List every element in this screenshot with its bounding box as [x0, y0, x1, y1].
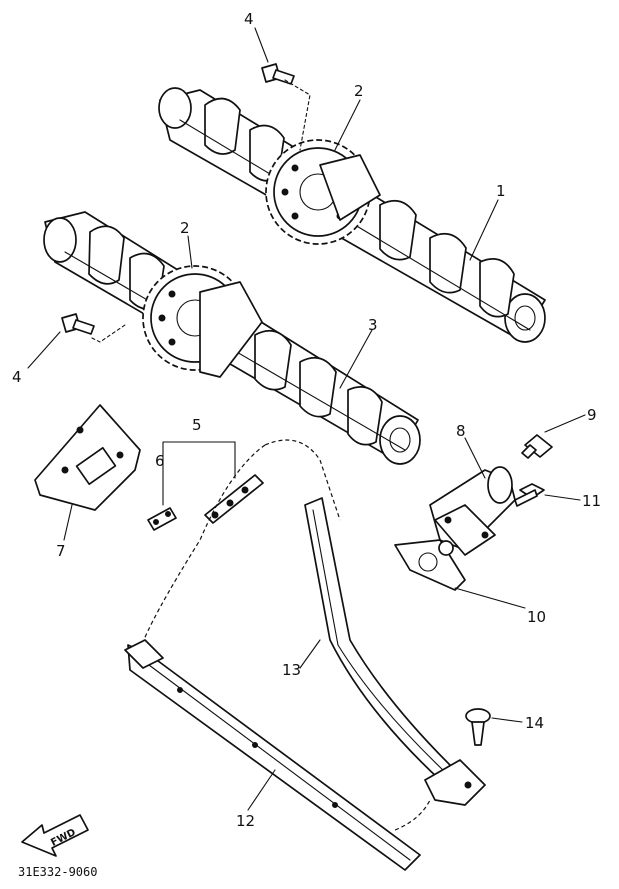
guide-bolt [465, 708, 491, 746]
callout-2-lower: 2 [180, 219, 190, 237]
callout-7: 7 [56, 542, 66, 560]
forward-arrow-icon: FWD [21, 814, 89, 857]
callout-6: 6 [155, 452, 165, 470]
chain-joint-link [204, 474, 264, 524]
chain-link-plate [147, 507, 177, 531]
leader-lines [27, 27, 586, 811]
callout-labels: 4 2 1 2 3 4 5 6 7 8 9 11 10 13 14 12 [12, 10, 601, 830]
callout-8: 8 [456, 422, 466, 440]
sprocket-bolt-lower [61, 313, 126, 343]
chain-guide-intake [124, 639, 421, 871]
tensioner-bolt [514, 483, 545, 507]
upper-cam-sprocket [265, 139, 381, 245]
tensioner-o-ring [438, 540, 454, 556]
callout-9: 9 [587, 406, 597, 424]
diagram-code: 31E332-9060 [18, 865, 97, 879]
callout-3: 3 [368, 316, 378, 334]
chain-tensioner [429, 466, 516, 556]
tensioner-gasket [394, 539, 466, 591]
callout-5: 5 [192, 416, 202, 434]
chain-guide-top [34, 404, 141, 511]
cam-chain [139, 439, 431, 831]
callout-11: 11 [582, 492, 601, 510]
callout-1: 1 [496, 182, 506, 200]
callout-10: 10 [527, 608, 546, 626]
chain-guide-exhaust [304, 497, 486, 806]
callout-2-upper: 2 [354, 82, 364, 100]
callout-12: 12 [236, 812, 255, 830]
sprocket-bolt-upper [261, 63, 311, 151]
lower-cam-sprocket [142, 265, 263, 378]
callout-14: 14 [525, 714, 544, 732]
callout-4-upper: 4 [244, 10, 254, 28]
callout-13: 13 [282, 661, 301, 679]
tensioner-cap-bolt [521, 434, 553, 459]
callout-4-lower: 4 [12, 368, 22, 386]
